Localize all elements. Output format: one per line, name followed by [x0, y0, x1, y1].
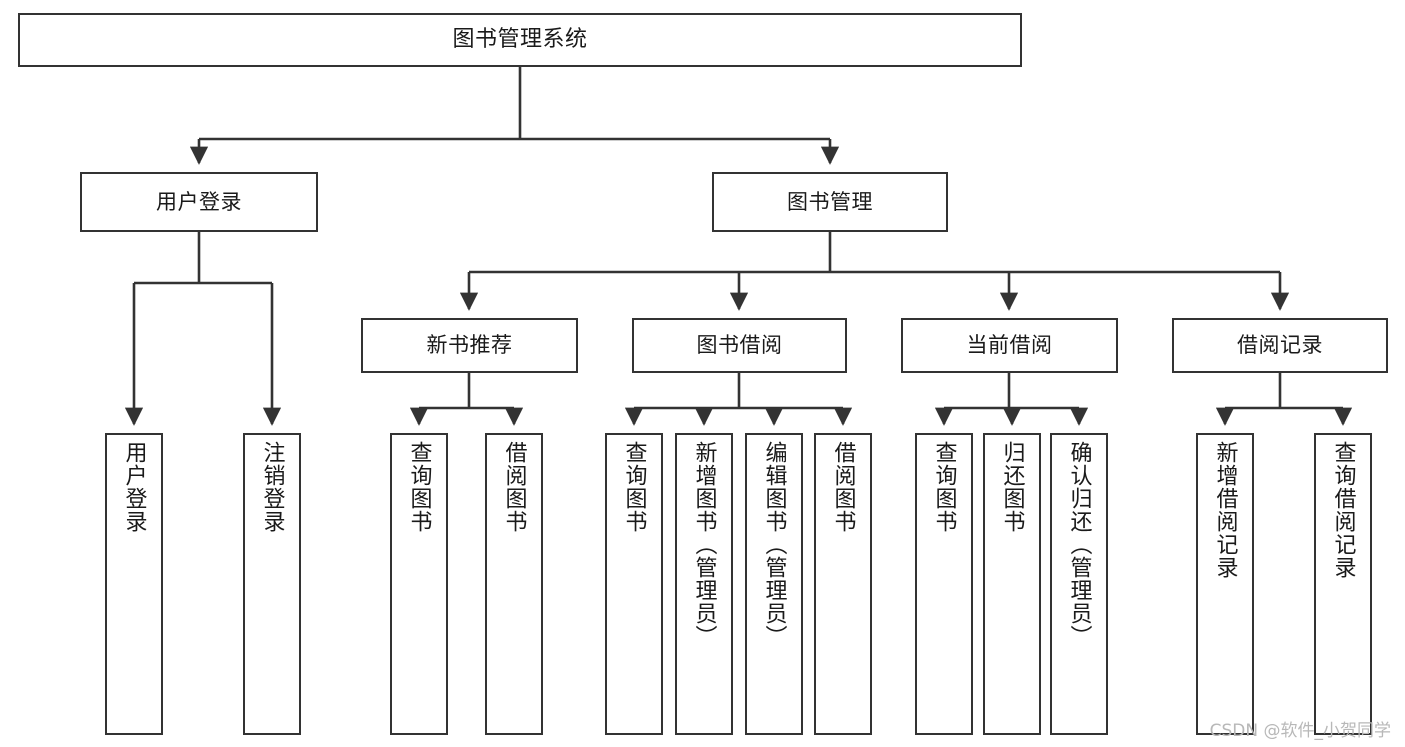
leaf-add-book-label: 新增图书（管理员） — [691, 441, 717, 648]
node-root-label: 图书管理系统 — [452, 27, 588, 53]
leaf-logout-login[interactable]: 注销登录 — [243, 433, 301, 735]
leaf-query-book-current-label: 查询图书 — [931, 441, 957, 533]
leaf-add-borrow-record-label: 新增借阅记录 — [1212, 441, 1238, 579]
leaf-user-login[interactable]: 用户登录 — [105, 433, 163, 735]
leaf-confirm-return-label: 确认归还（管理员） — [1066, 441, 1092, 648]
node-book-borrow-label: 图书借阅 — [696, 333, 783, 358]
leaf-add-book[interactable]: 新增图书（管理员） — [675, 433, 733, 735]
leaf-add-borrow-record[interactable]: 新增借阅记录 — [1196, 433, 1254, 735]
node-book-borrow[interactable]: 图书借阅 — [632, 318, 847, 373]
leaf-edit-book[interactable]: 编辑图书（管理员） — [745, 433, 803, 735]
leaf-return-book[interactable]: 归还图书 — [983, 433, 1041, 735]
node-book-manage[interactable]: 图书管理 — [712, 172, 948, 232]
node-book-manage-label: 图书管理 — [787, 189, 873, 214]
leaf-query-borrow-record-label: 查询借阅记录 — [1330, 441, 1356, 579]
node-current-borrow[interactable]: 当前借阅 — [901, 318, 1118, 373]
node-user-login-label: 用户登录 — [156, 189, 242, 214]
leaf-borrow-book-recommend[interactable]: 借阅图书 — [485, 433, 543, 735]
leaf-borrow-book-recommend-label: 借阅图书 — [501, 441, 527, 533]
leaf-query-book-borrow[interactable]: 查询图书 — [605, 433, 663, 735]
leaf-return-book-label: 归还图书 — [999, 441, 1025, 533]
leaf-borrow-book-label: 借阅图书 — [830, 441, 856, 533]
node-borrow-record-label: 借阅记录 — [1237, 333, 1323, 358]
csdn-watermark: CSDN @软件_小贺同学 — [1209, 721, 1391, 741]
leaf-logout-login-label: 注销登录 — [259, 441, 285, 533]
node-current-borrow-label: 当前借阅 — [966, 333, 1053, 358]
node-new-book-recommend[interactable]: 新书推荐 — [361, 318, 578, 373]
leaf-query-book-current[interactable]: 查询图书 — [915, 433, 973, 735]
leaf-confirm-return[interactable]: 确认归还（管理员） — [1050, 433, 1108, 735]
node-borrow-record[interactable]: 借阅记录 — [1172, 318, 1388, 373]
leaf-query-book-borrow-label: 查询图书 — [621, 441, 647, 533]
node-root[interactable]: 图书管理系统 — [18, 13, 1022, 67]
leaf-edit-book-label: 编辑图书（管理员） — [761, 441, 787, 648]
leaf-query-book-recommend[interactable]: 查询图书 — [390, 433, 448, 735]
node-new-book-recommend-label: 新书推荐 — [426, 333, 513, 358]
leaf-query-borrow-record[interactable]: 查询借阅记录 — [1314, 433, 1372, 735]
leaf-user-login-label: 用户登录 — [121, 441, 147, 533]
node-user-login[interactable]: 用户登录 — [80, 172, 318, 232]
leaf-query-book-recommend-label: 查询图书 — [406, 441, 432, 533]
leaf-borrow-book[interactable]: 借阅图书 — [814, 433, 872, 735]
